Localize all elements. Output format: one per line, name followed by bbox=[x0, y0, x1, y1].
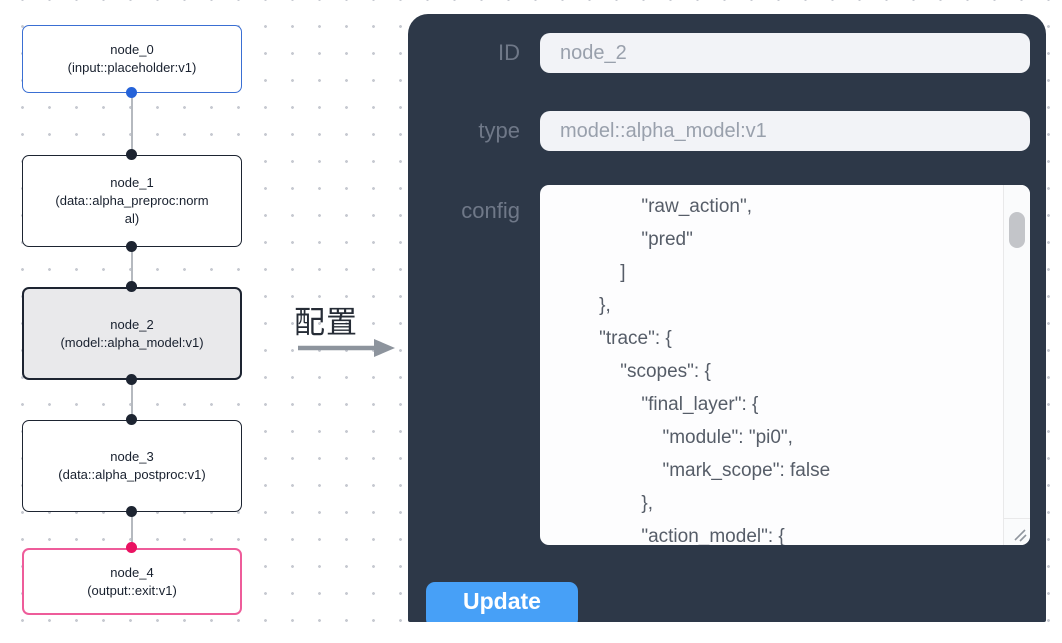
port-dot-output-node2[interactable] bbox=[126, 374, 137, 385]
id-input[interactable] bbox=[540, 33, 1030, 73]
node-subtitle: (model::alpha_model:v1) bbox=[60, 334, 204, 350]
config-scrollbar-thumb[interactable] bbox=[1009, 212, 1025, 248]
flow-node-node_2-selected[interactable]: node_2 (model::alpha_model:v1) bbox=[22, 287, 242, 380]
port-dot-input-node1[interactable] bbox=[126, 149, 137, 160]
edge-node1-node2 bbox=[130, 247, 133, 287]
port-dot-input-node4[interactable] bbox=[126, 542, 137, 553]
config-scrollbar-track[interactable] bbox=[1003, 185, 1030, 518]
config-field-label: config bbox=[461, 198, 520, 223]
node-config-panel: ID type config "raw_action", "pred" ] },… bbox=[408, 14, 1046, 622]
config-textarea[interactable]: "raw_action", "pred" ] }, "trace": { "sc… bbox=[540, 185, 1030, 545]
node-subtitle: (data::alpha_preproc:normal) bbox=[55, 193, 209, 226]
update-button[interactable]: Update bbox=[426, 582, 578, 622]
port-dot-input-node3[interactable] bbox=[126, 414, 137, 425]
flow-node-node_3[interactable]: node_3 (data::alpha_postproc:v1) bbox=[22, 420, 242, 512]
port-dot-input-node2[interactable] bbox=[126, 281, 137, 292]
node-subtitle: (data::alpha_postproc:v1) bbox=[58, 467, 206, 482]
flow-node-node_0[interactable]: node_0 (input::placeholder:v1) bbox=[22, 25, 242, 93]
node-title: node_2 bbox=[110, 316, 154, 332]
flow-node-node_4[interactable]: node_4 (output::exit:v1) bbox=[22, 548, 242, 615]
node-title: node_0 bbox=[110, 42, 154, 57]
port-dot-output-node0[interactable] bbox=[126, 87, 137, 98]
node-subtitle: (output::exit:v1) bbox=[87, 582, 177, 598]
edge-node2-node3 bbox=[130, 380, 133, 420]
node-title: node_1 bbox=[110, 175, 154, 190]
edge-node0-node1 bbox=[130, 93, 133, 155]
node-subtitle: (input::placeholder:v1) bbox=[67, 60, 197, 75]
port-dot-output-node3[interactable] bbox=[126, 506, 137, 517]
right-arrow-icon bbox=[296, 336, 398, 365]
config-transfer-label: 配置 bbox=[294, 305, 358, 340]
node-title: node_3 bbox=[110, 449, 154, 464]
type-input[interactable] bbox=[540, 111, 1030, 151]
node-title: node_4 bbox=[110, 564, 154, 580]
config-json-text: "raw_action", "pred" ] }, "trace": { "sc… bbox=[599, 196, 831, 545]
port-dot-output-node1[interactable] bbox=[126, 241, 137, 252]
flow-node-node_1[interactable]: node_1 (data::alpha_preproc:normal) bbox=[22, 155, 242, 247]
textarea-resize-handle[interactable] bbox=[1003, 518, 1030, 545]
type-field-label: type bbox=[478, 118, 520, 143]
id-field-label: ID bbox=[498, 40, 520, 65]
edge-node3-node4 bbox=[130, 512, 133, 548]
